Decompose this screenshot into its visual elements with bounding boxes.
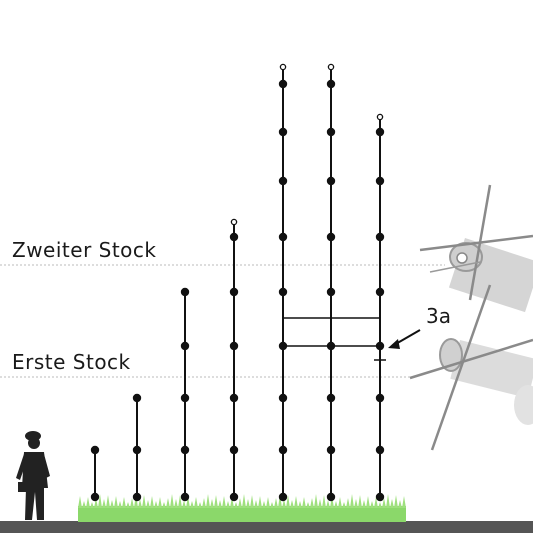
callout-label: 3a <box>426 304 451 328</box>
second-floor-label: Zweiter Stock <box>12 238 157 262</box>
mast-6-node <box>326 79 336 89</box>
first-floor-label: Erste Stock <box>12 350 131 374</box>
mast-6 <box>326 63 336 502</box>
mast-5-node <box>278 176 288 186</box>
mast-4-top-ring <box>230 218 238 226</box>
mast-6-node <box>326 393 336 403</box>
mast-6-node <box>326 232 336 242</box>
mast-4-node <box>229 492 239 502</box>
mast-5 <box>278 63 288 502</box>
mast-4-node <box>229 445 239 455</box>
mast-2-node <box>132 445 142 455</box>
mast-7-top-ring <box>376 113 384 121</box>
mast-3 <box>180 287 190 502</box>
mast-4-node <box>229 393 239 403</box>
mast-5-node <box>278 393 288 403</box>
mast-6-node <box>326 492 336 502</box>
masts <box>90 63 385 502</box>
mast-2-node <box>132 492 142 502</box>
mast-3-node <box>180 393 190 403</box>
mast-6-node <box>326 287 336 297</box>
mast-6-node <box>326 176 336 186</box>
mast-3-node <box>180 445 190 455</box>
mast-2-node <box>132 393 142 403</box>
horizontal-bracing <box>283 317 386 361</box>
clamp-hardware-photo <box>409 184 533 451</box>
mast-5-node <box>278 232 288 242</box>
grass <box>78 494 406 522</box>
mast-7-node <box>375 492 385 502</box>
mast-6-node <box>326 127 336 137</box>
mast-2 <box>132 393 142 502</box>
mast-6-node <box>326 445 336 455</box>
worker-icon <box>16 431 50 520</box>
mast-1-node <box>90 492 100 502</box>
mast-5-node <box>278 445 288 455</box>
mast-7-node <box>375 287 385 297</box>
mast-4-node <box>229 341 239 351</box>
mast-4 <box>229 218 239 502</box>
mast-1 <box>90 445 100 502</box>
mast-6-top-ring <box>327 63 335 71</box>
mast-7-node <box>375 176 385 186</box>
mast-3-node <box>180 341 190 351</box>
mast-5-node <box>278 287 288 297</box>
mast-5-node <box>278 492 288 502</box>
mast-7-node <box>375 445 385 455</box>
ground-strip <box>0 521 533 533</box>
mast-4-node <box>229 287 239 297</box>
mast-3-node <box>180 287 190 297</box>
mast-1-node <box>90 445 100 455</box>
mast-3-node <box>180 492 190 502</box>
mast-7-node <box>375 393 385 403</box>
mast-7 <box>375 113 385 502</box>
mast-5-node <box>278 79 288 89</box>
mast-7-node <box>375 232 385 242</box>
mast-7-node <box>375 127 385 137</box>
mast-5-top-ring <box>279 63 287 71</box>
arrow-icon <box>388 329 421 349</box>
mast-5-node <box>278 127 288 137</box>
mast-4-node <box>229 232 239 242</box>
